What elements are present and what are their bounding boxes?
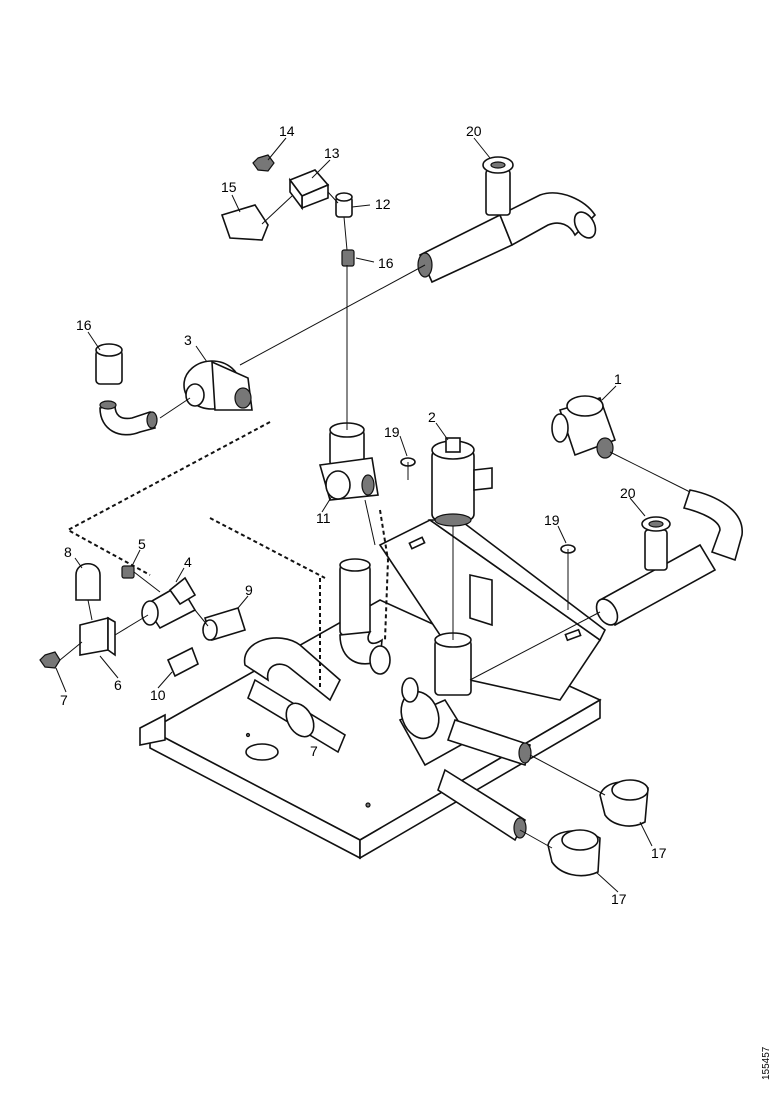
part-7-nut	[39, 651, 61, 669]
part-3-valve	[183, 360, 253, 411]
drawing-id: 155457	[761, 1046, 772, 1080]
callout-11: 11	[316, 510, 331, 526]
part-2-pump	[431, 437, 493, 527]
base-plate-mark: 7	[310, 743, 318, 759]
pipe-assembly	[243, 558, 532, 842]
part-13-solenoid	[288, 169, 330, 211]
part-11-valve	[318, 422, 379, 501]
callout-16-upper: 16	[378, 255, 394, 271]
callout-6: 6	[114, 677, 122, 693]
right-pipe-run	[595, 489, 743, 627]
callout-14: 14	[279, 123, 295, 139]
part-18-hose	[95, 343, 158, 436]
part-9-connector	[202, 607, 247, 641]
part-1-coupling	[551, 395, 617, 459]
part-4-tee	[141, 576, 197, 630]
callout-1: 1	[614, 371, 622, 387]
part-14-nut	[252, 154, 275, 172]
callout-4: 4	[184, 554, 192, 570]
callout-9: 9	[245, 582, 253, 598]
part-15-bracket	[220, 204, 269, 241]
callout-15: 15	[221, 179, 237, 195]
upper-pipe-run	[417, 156, 597, 284]
callout-2: 2	[428, 409, 436, 425]
part-5-fitting	[121, 565, 135, 579]
part-16-fitting	[341, 249, 355, 267]
part-19-screw-b	[560, 544, 576, 568]
callout-7: 7	[60, 692, 68, 708]
part-17-elbow-a	[599, 779, 649, 827]
callout-12: 12	[375, 196, 391, 212]
callout-17-upper: 17	[651, 845, 667, 861]
callout-10: 10	[150, 687, 166, 703]
part-19-screw-a	[400, 457, 416, 480]
assembly-lines	[59, 191, 691, 849]
callout-leaders	[55, 137, 653, 893]
part-17-elbow-b	[547, 829, 601, 877]
callout-20-upper: 20	[466, 123, 482, 139]
part-12-elbow	[335, 192, 353, 218]
callout-16-left: 16	[76, 317, 92, 333]
callout-13: 13	[324, 145, 340, 161]
part-6-block	[79, 616, 116, 657]
mounting-bracket	[378, 519, 607, 701]
callout-19-right: 19	[544, 512, 560, 528]
callout-17-lower: 17	[611, 891, 627, 907]
callout-3: 3	[184, 332, 192, 348]
callout-5: 5	[138, 536, 146, 552]
callout-20-right: 20	[620, 485, 636, 501]
part-8-cap	[75, 562, 101, 601]
callout-19-upper: 19	[384, 424, 400, 440]
part-10-fitting	[166, 646, 199, 678]
callout-8: 8	[64, 544, 72, 560]
part-callouts: 14 13 15 12 16 20 3 16 1 2 19 20 19 11 5…	[60, 123, 667, 907]
